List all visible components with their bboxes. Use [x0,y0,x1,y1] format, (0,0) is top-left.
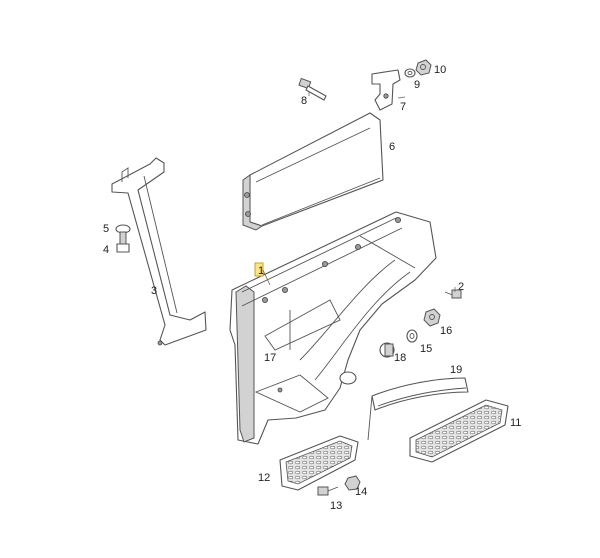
step-tread-12 [279,435,359,491]
washer-15 [406,329,418,343]
upper-cover-panel [242,112,384,231]
washer-9 [404,68,416,78]
nut-16 [423,308,441,327]
callout-15: 15 [420,343,432,355]
callout-3: 3 [151,285,157,297]
screw-2 [444,289,462,299]
callout-17: 17 [264,352,276,364]
nut-14 [344,475,361,491]
callout-8: 8 [301,95,307,107]
callout-2: 2 [458,281,464,293]
callout-19: 19 [450,364,462,376]
leader-lines [262,92,456,292]
plug-18 [379,342,395,358]
bolt-4 [116,231,130,253]
callout-14: 14 [355,486,367,498]
bolt-8 [298,77,327,101]
callout-13: 13 [330,500,342,512]
callout-1-highlight [254,262,264,277]
step-tread-11 [409,399,509,463]
nut-10 [415,59,432,76]
callout-6: 6 [389,141,395,153]
main-side-panel [229,211,437,445]
callout-10: 10 [434,64,446,76]
callout-16: 16 [440,325,452,337]
callout-12: 12 [258,472,270,484]
callout-1: 1 [258,265,264,277]
callout-7: 7 [400,101,406,113]
callout-5: 5 [103,223,109,235]
bolt-13 [317,486,339,496]
callout-4: 4 [103,244,109,256]
callout-18: 18 [394,352,406,364]
support-strut-3 [111,157,207,346]
bracket-7 [371,69,401,111]
callout-9: 9 [414,79,420,91]
mud-flap-19 [367,377,469,441]
callout-11: 11 [510,417,521,429]
